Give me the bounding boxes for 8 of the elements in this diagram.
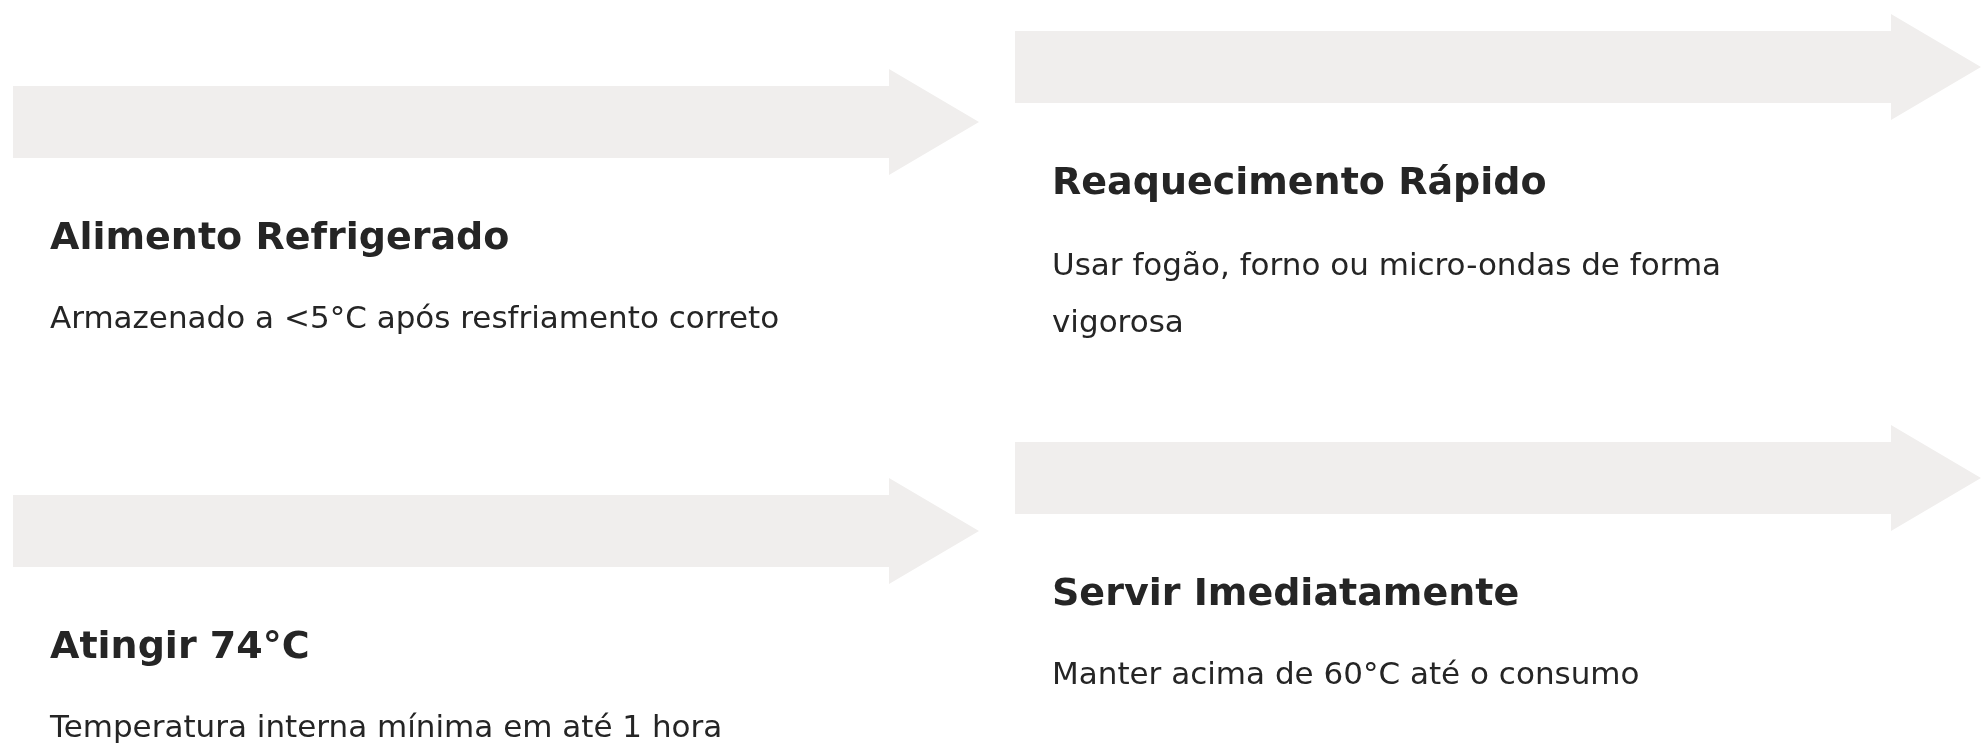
step-title: Servir Imediatamente (1052, 570, 1520, 614)
step-description: Manter acima de 60°C até o consumo (1052, 654, 1641, 693)
step-title: Alimento Refrigerado (50, 214, 510, 258)
step-title: Atingir 74°C (50, 623, 310, 667)
step-description: Armazenado a <5°C após resfriamento correto (50, 298, 781, 337)
step-description: Temperatura interna mínima em até 1 hora (50, 707, 724, 746)
step-description: Usar fogão, forno ou micro-ondas de forma vigorosa (1052, 245, 1723, 341)
step-title: Reaquecimento Rápido (1052, 159, 1547, 203)
